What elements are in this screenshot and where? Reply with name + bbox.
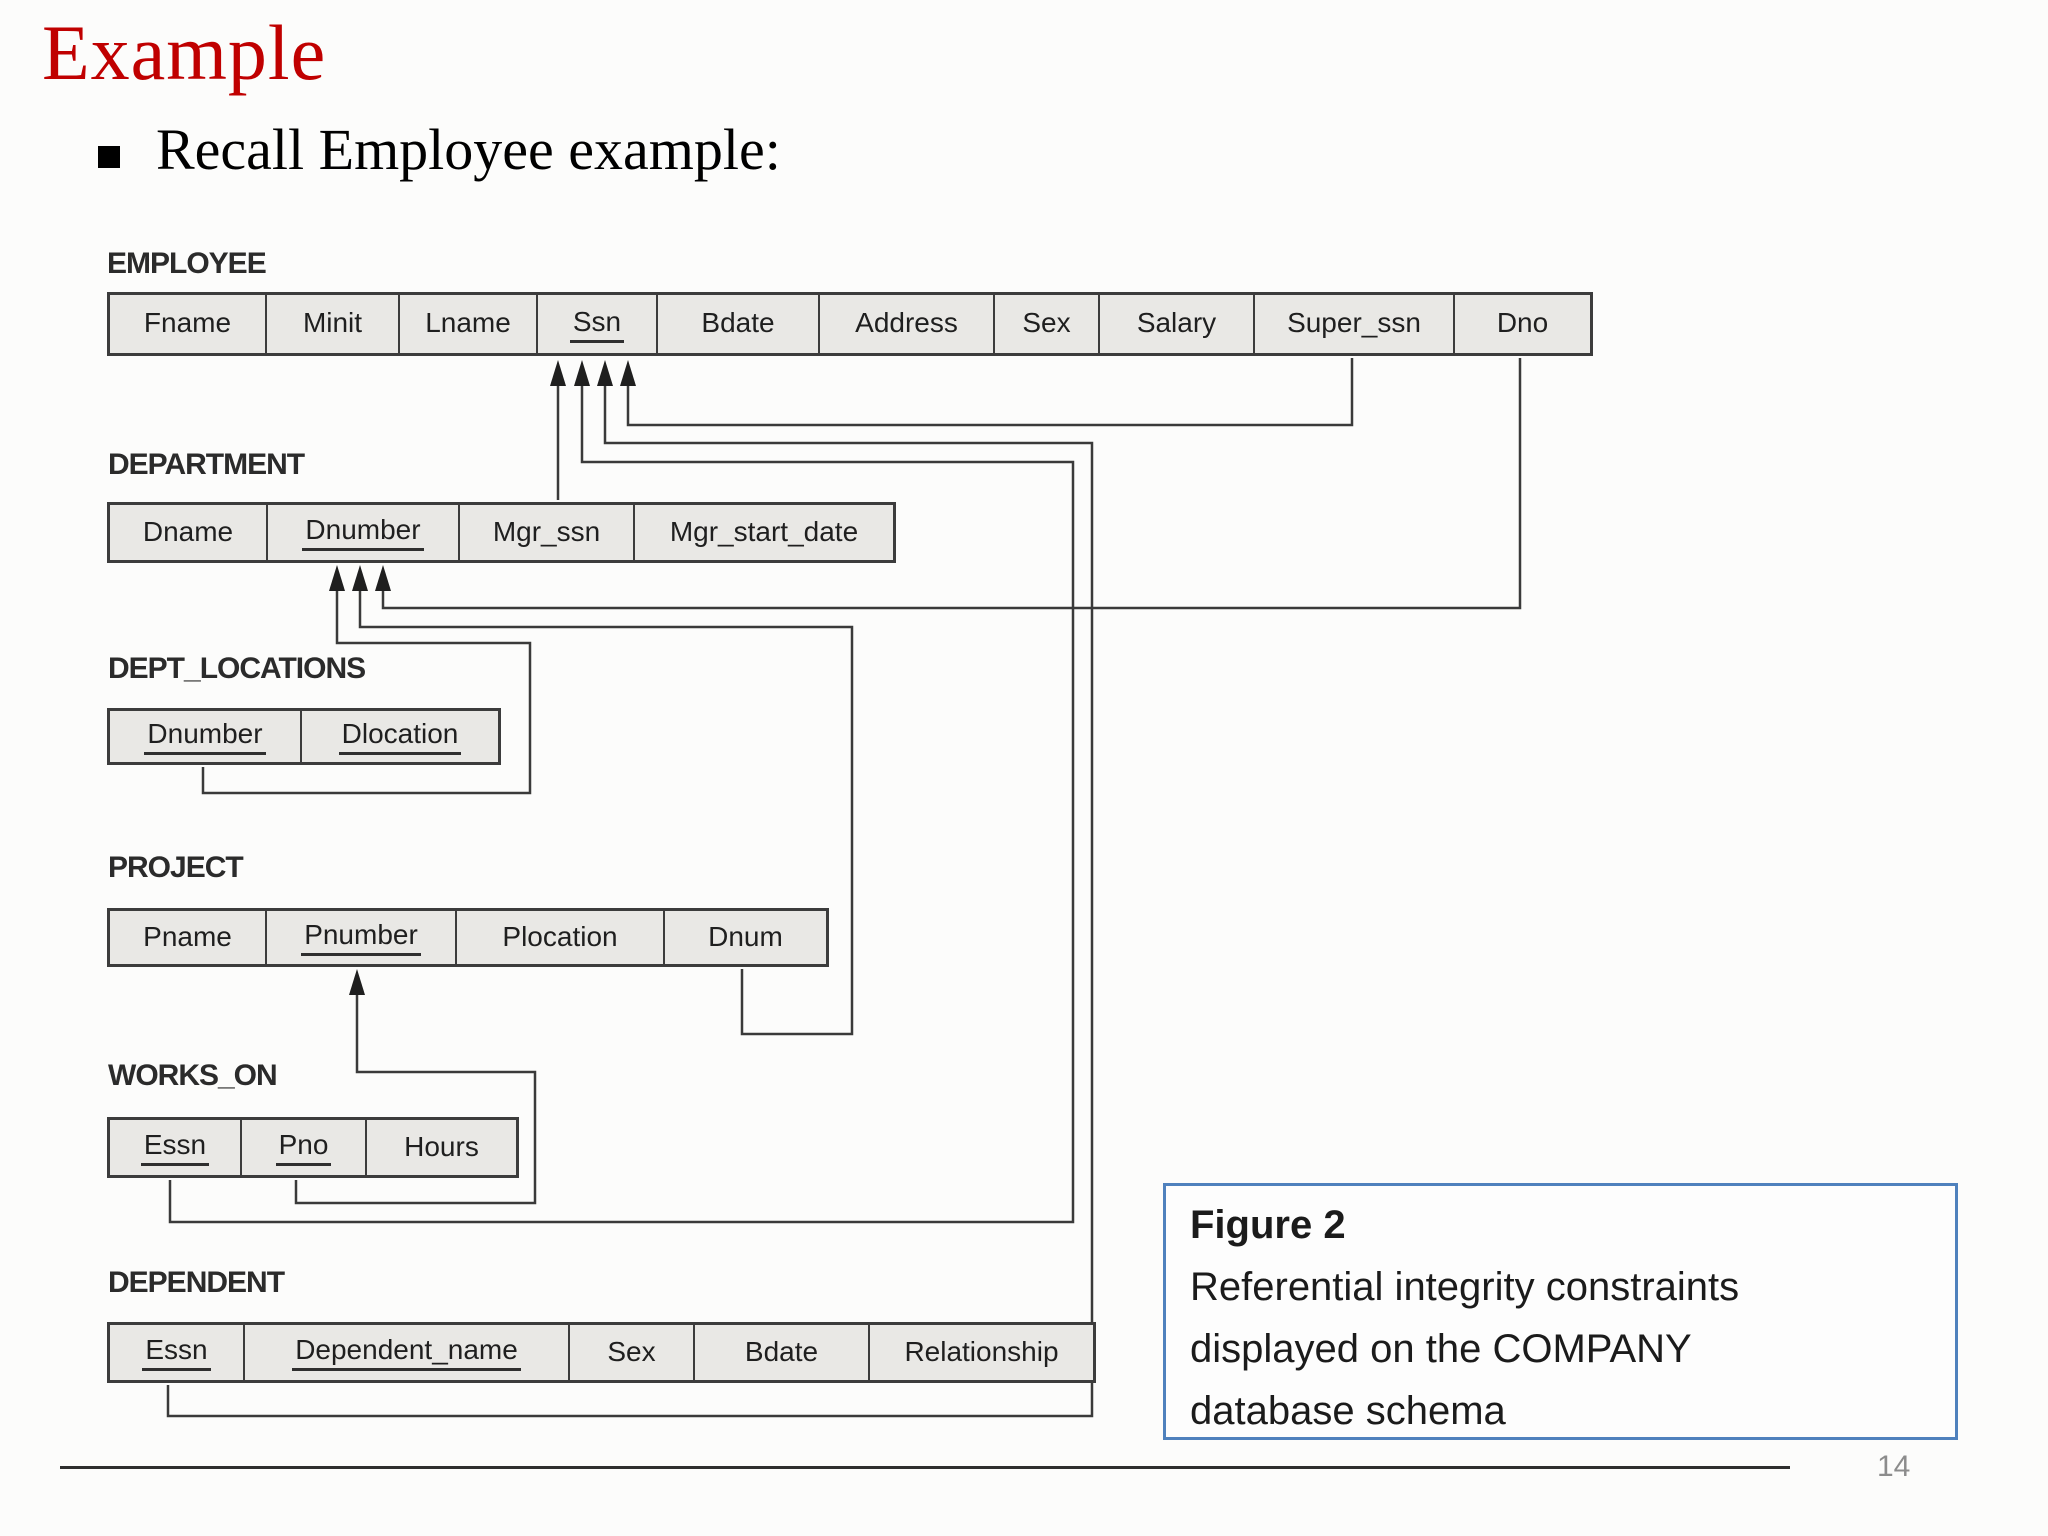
- attr-project-pname: Pname: [143, 920, 232, 952]
- attr-dependent-relationship: Relationship: [868, 1325, 1093, 1380]
- attr-project-plocation: Plocation: [455, 911, 663, 964]
- attr-works-on-essn: Essn: [110, 1120, 240, 1175]
- attr-employee-salary: Salary: [1098, 295, 1253, 353]
- table-row-dependent: Essn Dependent_name Sex Bdate Relationsh…: [107, 1322, 1096, 1383]
- table-row-works-on: Essn Pno Hours: [107, 1117, 519, 1178]
- constraint-super-ssn-to-ssn: [626, 358, 1354, 427]
- bullet-text: Recall Employee example:: [156, 117, 781, 182]
- table-label-project: PROJECT: [108, 851, 244, 884]
- arrowhead-super-ssn-to-ssn: [620, 360, 636, 386]
- figure-caption-line-1: Referential integrity constraints: [1190, 1265, 1740, 1309]
- constraint-dno-to-dnumber: [381, 358, 1522, 610]
- attr-department-dnumber: Dnumber: [266, 505, 458, 560]
- attr-dependent-sex: Sex: [568, 1325, 693, 1380]
- attr-employee-dno: Dno: [1453, 295, 1590, 353]
- figure-caption-line-3: database schema: [1190, 1389, 1506, 1433]
- attr-employee-super-ssn: Super_ssn: [1253, 295, 1453, 353]
- attr-department-mgr-ssn: Mgr_ssn: [458, 505, 633, 560]
- attr-dependent-bdate: Bdate: [693, 1325, 868, 1380]
- figure-caption-box: Figure 2 Referential integrity constrain…: [1163, 1183, 1958, 1440]
- table-label-employee: EMPLOYEE: [107, 247, 267, 280]
- attr-works-on-pno: Pno: [240, 1120, 365, 1175]
- table-row-project: Pname Pnumber Plocation Dnum: [107, 908, 829, 967]
- arrowhead-pno-to-pnumber: [349, 969, 365, 995]
- attr-dept-locations-dlocation: Dlocation: [300, 711, 498, 762]
- figure-caption-heading: Figure 2: [1190, 1203, 1346, 1247]
- table-row-dept-locations: Dnumber Dlocation: [107, 708, 501, 765]
- attr-department-mgr-start-date: Mgr_start_date: [633, 505, 893, 560]
- arrowhead-dependent-essn-to-ssn: [597, 360, 613, 386]
- attr-employee-address: Address: [818, 295, 993, 353]
- attr-employee-fname: Fname: [143, 307, 232, 338]
- arrowhead-dno-to-dnumber: [375, 565, 391, 591]
- page-number: 14: [1877, 1450, 1911, 1483]
- attr-dependent-dependent-name: Dependent_name: [243, 1325, 568, 1380]
- table-row-department: Dname Dnumber Mgr_ssn Mgr_start_date: [107, 502, 896, 563]
- attr-project-dnum: Dnum: [663, 911, 826, 964]
- attr-dept-locations-dnumber: Dnumber: [110, 711, 300, 762]
- bullet-item: Recall Employee example:: [98, 116, 781, 183]
- footer-divider: [60, 1466, 1790, 1469]
- table-row-employee: Fname Minit Lname Ssn Bdate Address Sex …: [107, 292, 1593, 356]
- attr-employee-minit: Minit: [265, 295, 398, 353]
- figure-caption-line-2: displayed on the COMPANY: [1190, 1327, 1692, 1371]
- attr-employee-ssn: Ssn: [536, 295, 656, 353]
- attr-employee-bdate: Bdate: [656, 295, 818, 353]
- attr-employee-lname: Lname: [398, 295, 536, 353]
- arrowhead-mgr-ssn-to-ssn: [550, 360, 566, 386]
- arrowhead-dept-locations-dnumber-to-dnumber: [329, 565, 345, 591]
- arrowhead-works-on-essn-to-ssn: [574, 360, 590, 386]
- table-label-works-on: WORKS_ON: [108, 1059, 278, 1092]
- slide-title: Example: [42, 9, 327, 96]
- table-label-department: DEPARTMENT: [108, 448, 305, 481]
- attr-works-on-hours: Hours: [365, 1120, 516, 1175]
- arrowhead-dnum-to-dnumber: [352, 565, 368, 591]
- table-label-dependent: DEPENDENT: [108, 1266, 285, 1299]
- attr-department-dname: Dname: [142, 515, 234, 547]
- bullet-square-icon: [98, 145, 120, 168]
- attr-employee-sex: Sex: [993, 295, 1098, 353]
- table-label-dept-locations: DEPT_LOCATIONS: [108, 652, 366, 685]
- attr-dependent-essn: Essn: [110, 1325, 243, 1380]
- attr-project-pnumber: Pnumber: [265, 911, 455, 964]
